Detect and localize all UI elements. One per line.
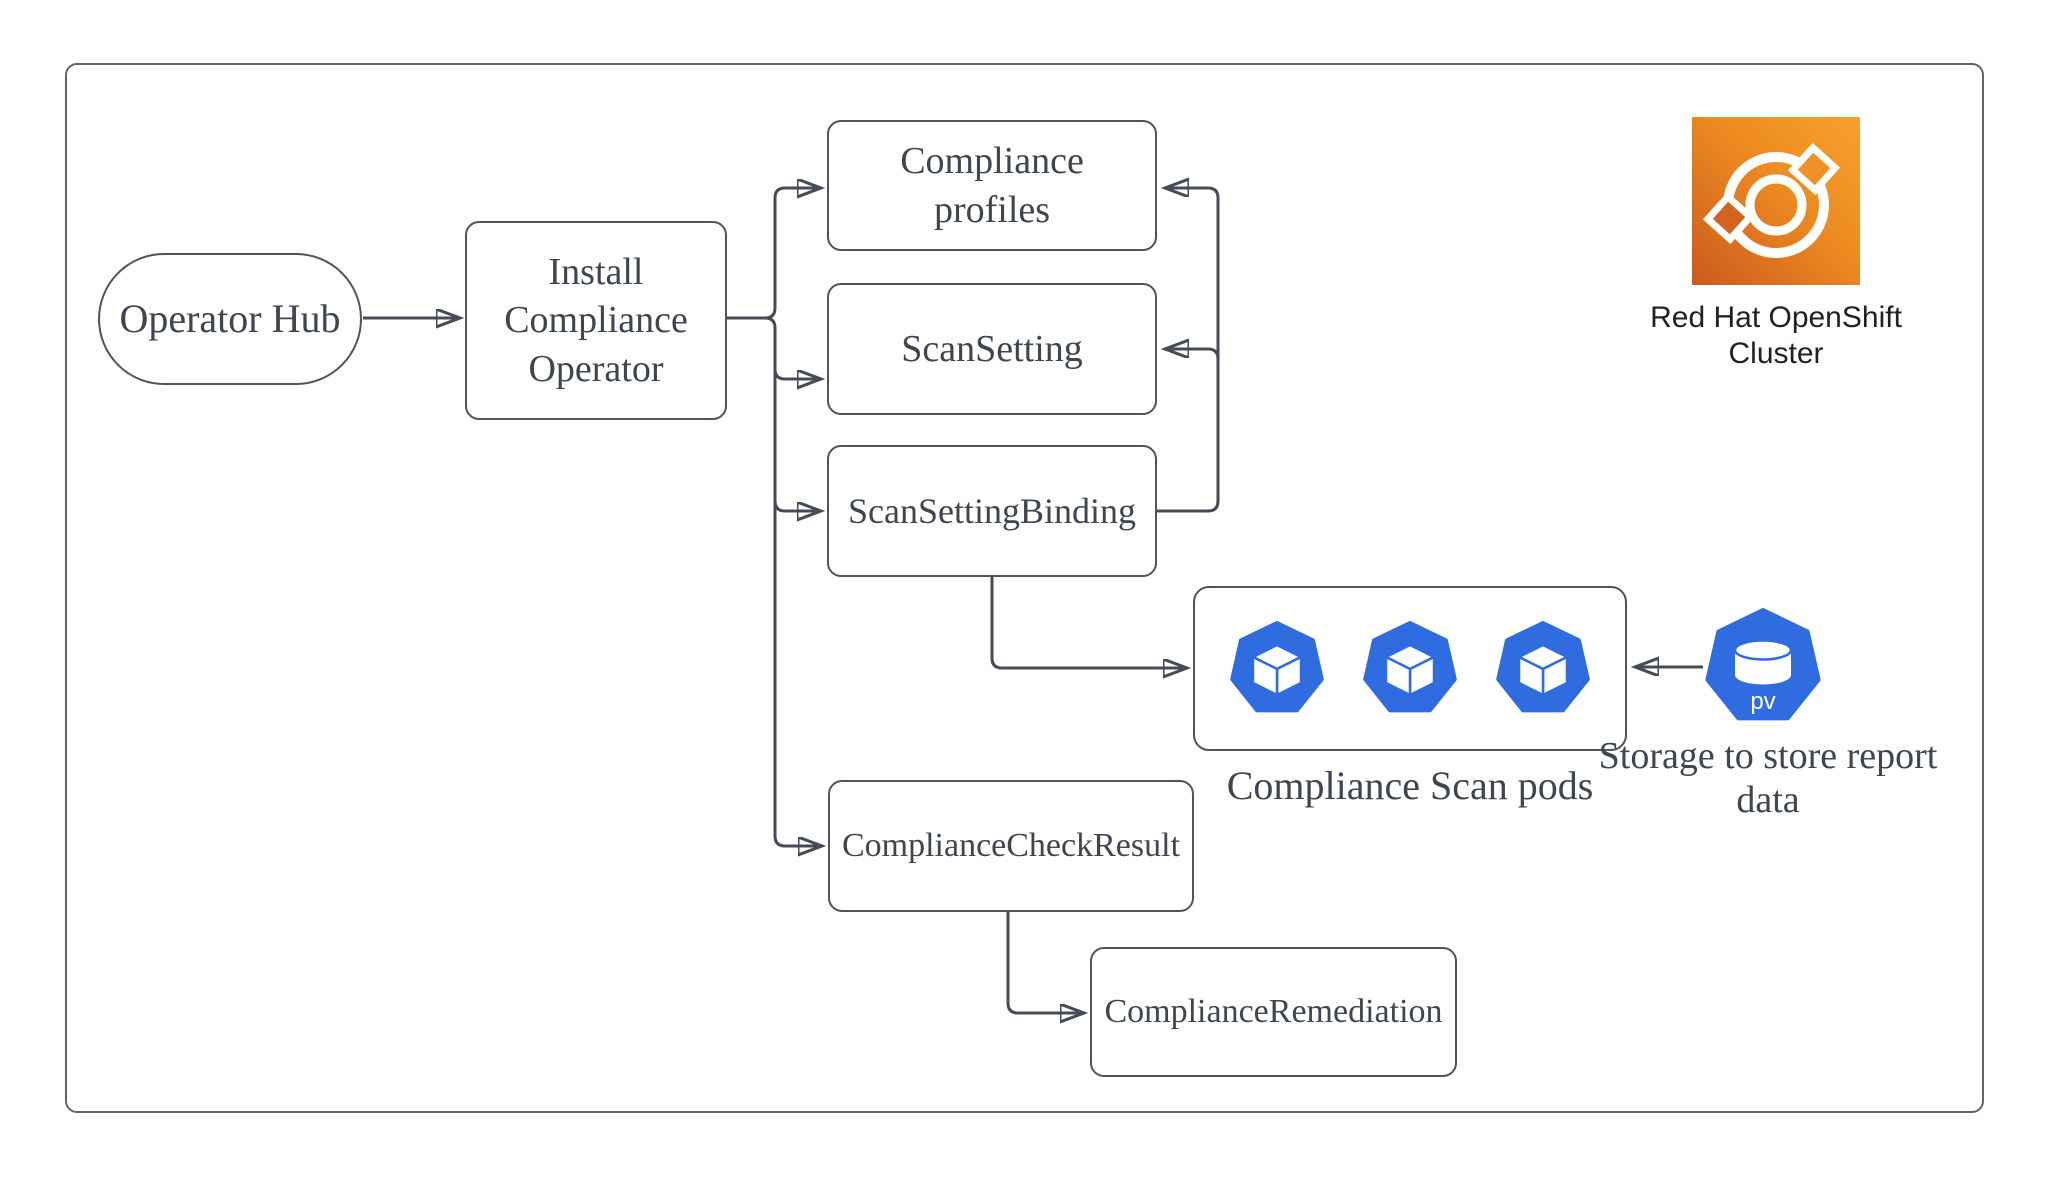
node-scan-setting: ScanSetting	[827, 283, 1157, 415]
compliance-profiles-label: Compliance profiles	[900, 139, 1084, 231]
cylinder-lid	[1733, 639, 1793, 661]
node-compliance-remediation: ComplianceRemediation	[1090, 947, 1457, 1077]
node-operator-hub: Operator Hub	[98, 253, 362, 385]
kubernetes-pod-icon	[1229, 621, 1325, 717]
scan-setting-binding-label: ScanSettingBinding	[848, 490, 1136, 531]
openshift-logo-icon	[1692, 117, 1860, 285]
kubernetes-pod-icon	[1495, 621, 1591, 717]
node-compliance-profiles: Compliance profiles	[827, 120, 1157, 251]
node-install-compliance-operator: Install Compliance Operator	[465, 221, 727, 420]
compliance-check-result-label: ComplianceCheckResult	[841, 827, 1181, 865]
openshift-cluster-label: Red Hat OpenShift Cluster	[1650, 301, 1902, 370]
install-operator-label: Install Compliance Operator	[504, 250, 688, 390]
operator-hub-label: Operator Hub	[119, 296, 341, 342]
persistent-volume-icon: pv	[1705, 608, 1821, 721]
pv-badge: pv	[1750, 688, 1775, 715]
storage-label: Storage to store report data	[1598, 735, 1938, 822]
kubernetes-pod-icon	[1362, 621, 1458, 717]
compliance-scan-pods-label: Compliance Scan pods	[1226, 763, 1594, 808]
compliance-remediation-label: ComplianceRemediation	[1104, 993, 1443, 1031]
scan-setting-label: ScanSetting	[901, 327, 1083, 370]
node-compliance-check-result: ComplianceCheckResult	[828, 780, 1194, 912]
node-scan-setting-binding: ScanSettingBinding	[827, 445, 1157, 577]
node-compliance-scan-pods	[1193, 586, 1627, 751]
